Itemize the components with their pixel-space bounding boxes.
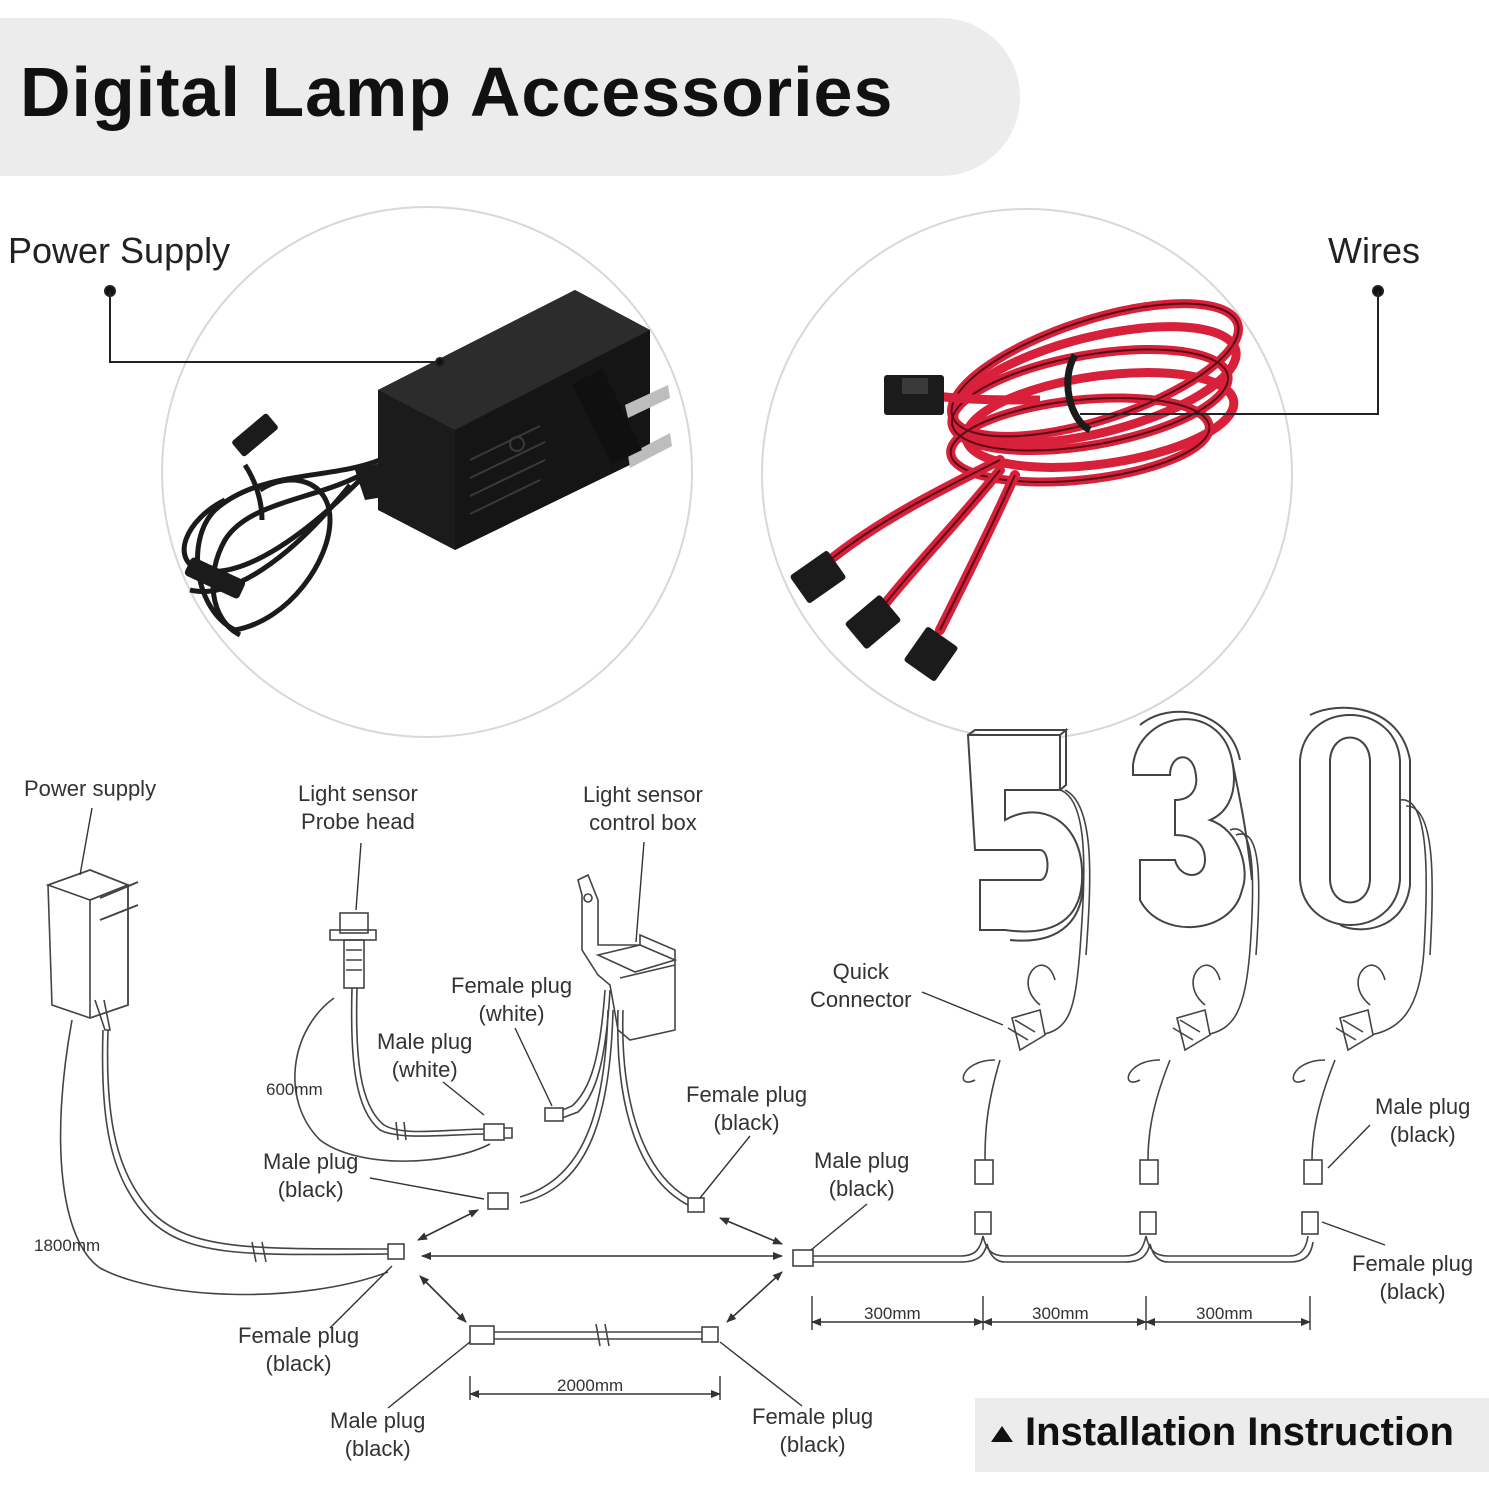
dim-sensor-cable: 600mm	[266, 1080, 323, 1099]
dim-spacing-1: 300mm	[864, 1304, 921, 1323]
label-line: (black)	[265, 1351, 332, 1376]
label-male-plug-black-right: Male plug (black)	[1375, 1093, 1470, 1149]
dim-extension: 2000mm	[557, 1376, 624, 1395]
dim-spacing-2: 300mm	[1032, 1304, 1089, 1323]
label-female-plug-black-sensor: Female plug (black)	[686, 1081, 807, 1137]
label-line: Female plug	[686, 1082, 808, 1107]
dim-spacing-3: 300mm	[1196, 1304, 1253, 1323]
label-quick-connector: Quick Connector	[810, 958, 912, 1014]
label-male-plug-white: Male plug (white)	[377, 1028, 472, 1084]
label-female-plug-black-ps: Female plug (black)	[238, 1322, 359, 1378]
label-light-sensor-box: Light sensor control box	[583, 781, 703, 837]
label-line: Male plug	[330, 1408, 426, 1433]
label-line: Female plug	[752, 1404, 874, 1429]
installation-instruction-label: Installation Instruction	[1025, 1410, 1454, 1454]
label-leaders	[79, 807, 1386, 1409]
label-light-sensor-probe: Light sensor Probe head	[298, 780, 418, 836]
label-line: Male plug	[377, 1029, 473, 1054]
label-line: (black)	[344, 1436, 411, 1461]
wires-photo	[761, 208, 1293, 740]
label-line: Female plug	[238, 1323, 360, 1348]
label-line: (white)	[391, 1057, 458, 1082]
label-line: (black)	[277, 1177, 344, 1202]
label-line: Connector	[810, 987, 912, 1012]
title-banner	[0, 18, 1020, 176]
label-female-plug-white: Female plug (white)	[451, 972, 572, 1028]
label-power-supply: Power supply	[24, 776, 157, 801]
triangle-up-icon	[991, 1426, 1013, 1442]
power-supply-photo-label: Power Supply	[8, 230, 231, 271]
label-line: Light sensor	[583, 782, 703, 807]
label-line: control box	[589, 810, 697, 835]
label-line: Female plug	[451, 973, 573, 998]
label-line: (black)	[1389, 1122, 1456, 1147]
connection-arrows	[417, 1209, 783, 1323]
label-male-plug-black-sensor: Male plug (black)	[263, 1148, 358, 1204]
label-female-plug-black-right: Female plug (black)	[1352, 1250, 1473, 1306]
label-female-plug-black-ext: Female plug (black)	[752, 1403, 873, 1459]
label-male-plug-black-main: Male plug (black)	[814, 1147, 909, 1203]
dim-ps-cable: 1800mm	[34, 1236, 101, 1255]
label-line: Male plug	[1375, 1094, 1471, 1119]
label-line: Probe head	[301, 809, 415, 834]
dimension-lines	[469, 1296, 1311, 1400]
label-male-plug-black-ext: Male plug (black)	[330, 1407, 425, 1463]
label-line: (black)	[1379, 1279, 1446, 1304]
installation-instruction-box: Installation Instruction	[975, 1398, 1489, 1472]
label-line: (black)	[828, 1176, 895, 1201]
label-line: Male plug	[814, 1148, 910, 1173]
page-title: Digital Lamp Accessories	[20, 53, 894, 131]
wires-photo-label: Wires	[1328, 230, 1420, 271]
label-line: (black)	[779, 1432, 846, 1457]
wiring-diagram	[45, 706, 1434, 1347]
label-line: (black)	[713, 1110, 780, 1135]
label-line: Quick	[832, 959, 889, 984]
label-line: (white)	[478, 1001, 545, 1026]
label-line: Light sensor	[298, 781, 418, 806]
power-supply-photo	[161, 206, 693, 738]
photo-callouts	[104, 285, 1384, 415]
label-line: Male plug	[263, 1149, 359, 1174]
label-line: Female plug	[1352, 1251, 1474, 1276]
